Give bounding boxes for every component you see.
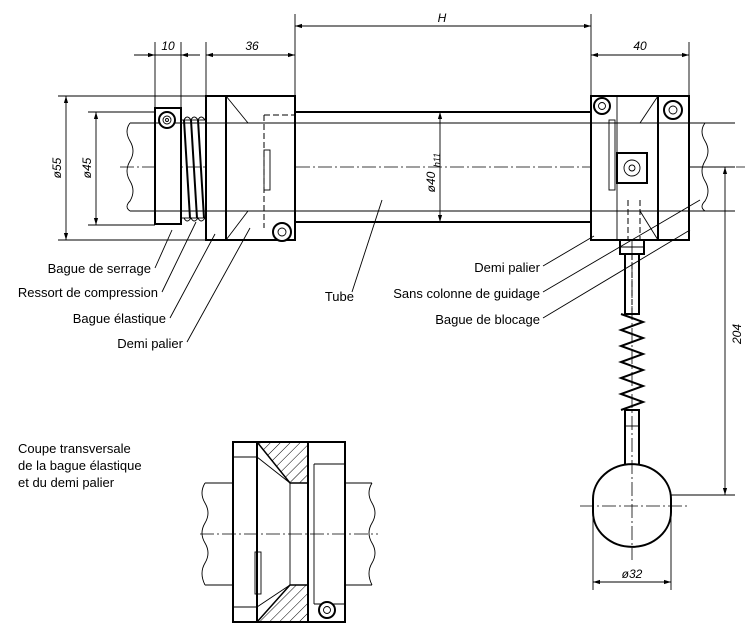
- caption-line-1: Coupe transversale: [18, 441, 131, 456]
- locking-nut: [616, 152, 648, 184]
- label-tube: Tube: [325, 289, 354, 304]
- hex-screw-right-top: [593, 97, 611, 115]
- slot-left: [263, 149, 271, 191]
- dim-204: 204: [730, 324, 744, 345]
- label-ressort-de-compression: Ressort de compression: [18, 285, 158, 300]
- leaders: [154, 199, 701, 343]
- handle-spring: [618, 313, 646, 411]
- dimension-texts: 10 36 H 40 ø55 ø45 ø40 h11 204 ø32: [50, 11, 744, 581]
- section-caption: Coupe transversale de la bague élastique…: [18, 441, 142, 490]
- slot-right: [608, 119, 616, 191]
- demi-palier-left: [225, 95, 296, 241]
- section-view: [200, 441, 378, 623]
- dim-40: 40: [633, 39, 647, 53]
- section-screw: [318, 601, 336, 619]
- label-demi-palier-right: Demi palier: [474, 260, 540, 275]
- section-slot: [254, 551, 262, 595]
- clamp-screw-head: [158, 111, 176, 129]
- dimension-lines: [58, 14, 735, 590]
- dim-dia55: ø55: [50, 157, 64, 178]
- shaft-break-right: [701, 122, 709, 212]
- compression-spring: [180, 116, 207, 222]
- shaft-break-left: [126, 122, 134, 212]
- hex-screw-right-outer: [663, 100, 683, 120]
- hex-screw-left: [272, 222, 292, 242]
- handle-assembly: [580, 239, 690, 560]
- dim-dia32: ø32: [622, 567, 643, 581]
- caption-line-2: de la bague élastique: [18, 458, 142, 473]
- dim-h: H: [438, 11, 447, 25]
- bague-elastique: [205, 95, 227, 241]
- label-bague-de-blocage: Bague de blocage: [435, 312, 540, 327]
- label-sans-colonne-de-guidage: Sans colonne de guidage: [393, 286, 540, 301]
- dim-dia45: ø45: [80, 157, 94, 178]
- caption-line-3: et du demi palier: [18, 475, 115, 490]
- dim-dia40-tolerance: h11: [432, 153, 442, 167]
- label-bague-elastique: Bague élastique: [73, 311, 166, 326]
- label-bague-de-serrage: Bague de serrage: [48, 261, 151, 276]
- dim-10: 10: [161, 39, 175, 53]
- label-demi-palier-left: Demi palier: [117, 336, 183, 351]
- section-bague-elastique: [232, 441, 258, 623]
- dim-dia40: ø40: [424, 171, 438, 192]
- dim-36: 36: [245, 39, 259, 53]
- main-view: [120, 95, 745, 560]
